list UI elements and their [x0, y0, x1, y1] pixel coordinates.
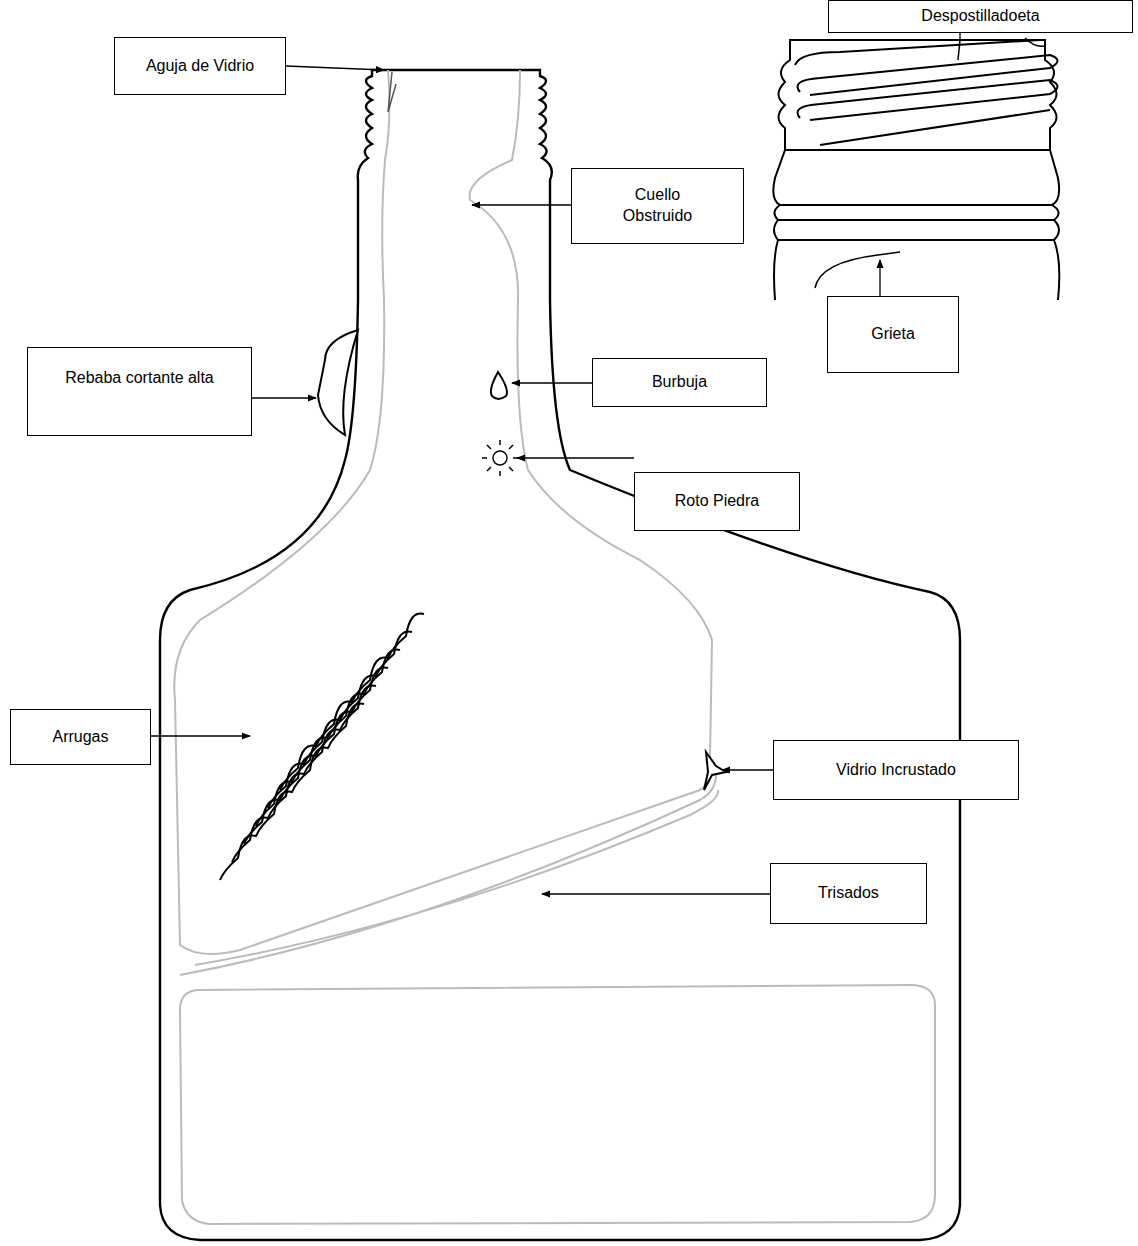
defect-label: Arrugas — [52, 727, 108, 748]
wrinkle-stroke — [232, 685, 376, 862]
defect-label: Cuello Obstruido — [603, 185, 713, 227]
label-box: Roto Piedra — [634, 472, 800, 531]
label-box: Rebaba cortante alta — [27, 347, 252, 436]
finish-detail — [773, 38, 1059, 300]
glass-needle — [388, 72, 396, 112]
defect-label: Aguja de Vidrio — [146, 56, 254, 77]
label-box: Despostilladoeta — [828, 0, 1133, 33]
defect-label: Vidrio Incrustado — [836, 760, 956, 781]
defect-label: Trisados — [818, 883, 879, 904]
crack-lines — [180, 770, 718, 975]
label-box: Vidrio Incrustado — [773, 740, 1019, 800]
label-box: Grieta — [827, 296, 959, 373]
bottle-outline — [160, 70, 960, 1240]
defect-label: Rebaba cortante alta — [65, 368, 214, 389]
wrinkle-stroke — [268, 631, 412, 808]
label-box: Arrugas — [10, 709, 151, 765]
high-seam — [318, 330, 358, 435]
stone — [482, 440, 518, 476]
label-box: Burbuja — [592, 358, 767, 407]
bubble — [491, 372, 507, 399]
wrinkle-stroke — [244, 667, 388, 844]
defect-label: Burbuja — [652, 372, 707, 393]
wrinkle-stroke — [220, 703, 364, 880]
defect-label: Grieta — [871, 324, 915, 345]
wrinkle-stroke — [280, 613, 424, 790]
wrinkles — [220, 613, 424, 880]
bottle-inner-base — [180, 985, 935, 1224]
label-box: Aguja de Vidrio — [114, 37, 286, 95]
embedded-glass — [704, 752, 726, 790]
label-box: Cuello Obstruido — [571, 168, 744, 244]
wrinkle-stroke — [256, 649, 400, 826]
leader-lines — [151, 32, 960, 894]
defect-label: Despostilladoeta — [921, 6, 1039, 27]
defect-label: Roto Piedra — [675, 491, 760, 512]
label-box: Trisados — [770, 863, 927, 924]
